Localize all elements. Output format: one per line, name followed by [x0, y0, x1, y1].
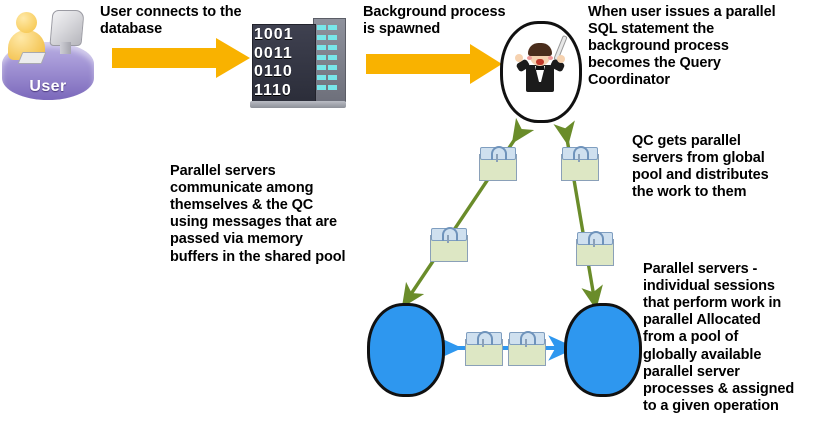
conductor-hand-left [515, 54, 523, 62]
binary-row: 1110 [254, 81, 292, 99]
parallel-server-right [564, 303, 642, 397]
monitor-stand-icon [60, 42, 71, 54]
conductor-cheek-left [527, 56, 532, 60]
user-person-head-icon [16, 12, 37, 33]
database-node: 1001 0011 0110 1110 [250, 16, 348, 108]
database-front-face [252, 24, 316, 104]
database-binary-text: 1001 0011 0110 1110 [254, 26, 312, 100]
label-parallel-communicate: Parallel servers communicate among thems… [170, 163, 346, 265]
conductor-bowtie [536, 66, 544, 70]
conductor-mouth [536, 59, 544, 65]
memory-buffer-icon-bottom-2 [508, 331, 546, 366]
label-background-spawned: Background process is spawned [363, 4, 506, 38]
conductor-shirt [535, 66, 545, 82]
binary-row: 0011 [254, 44, 293, 62]
memory-buffer-icon-bottom-1 [465, 331, 503, 366]
binary-row: 1001 [254, 26, 294, 43]
memory-buffer-icon-lower-left [430, 227, 468, 262]
memory-buffer-icon-upper-left [479, 146, 517, 181]
conductor-hair [528, 43, 552, 56]
computer-monitor-icon [49, 10, 85, 46]
database-base [250, 101, 346, 108]
binary-row: 0110 [254, 63, 293, 80]
label-query-coordinator: When user issues a parallel SQL statemen… [588, 4, 776, 89]
user-node: User [2, 4, 98, 102]
label-user-connects: User connects to the database [100, 4, 242, 38]
label-qc-gets-servers: QC gets parallel servers from global poo… [632, 133, 769, 201]
keyboard-icon [17, 52, 47, 64]
parallel-server-left [367, 303, 445, 397]
label-parallel-servers: Parallel servers - individual sessions t… [643, 261, 795, 414]
query-coordinator-node [500, 21, 582, 123]
conductor-cheek-right [548, 56, 553, 60]
arrow-database-to-qc [366, 44, 502, 84]
memory-buffer-icon-lower-right [576, 231, 614, 266]
database-side-face [313, 18, 346, 102]
user-label: User [29, 78, 67, 95]
conductor-hand-right [557, 55, 565, 63]
arrow-user-to-database [112, 38, 250, 78]
memory-buffer-icon-upper-right [561, 146, 599, 181]
